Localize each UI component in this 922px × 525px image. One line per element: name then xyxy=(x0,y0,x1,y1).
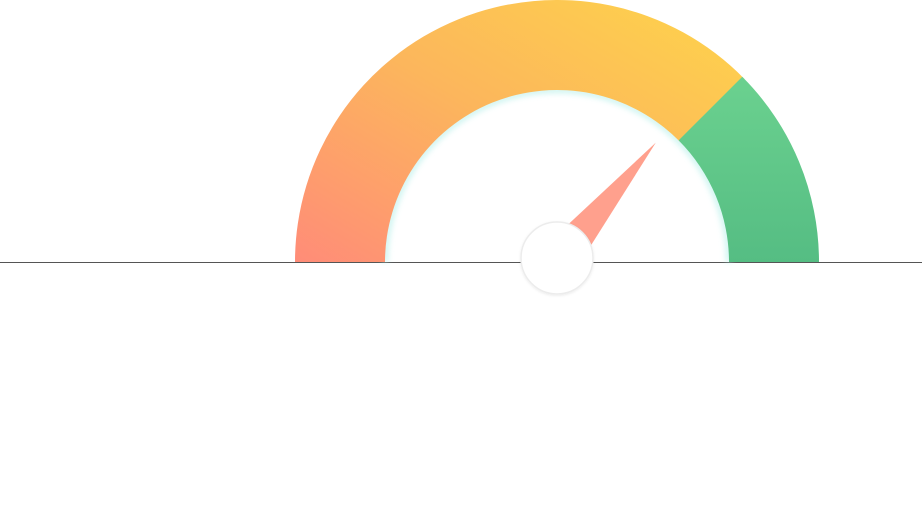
gauge-baseline xyxy=(0,262,922,263)
gauge-hub xyxy=(520,221,594,295)
gauge-arc-green-zone xyxy=(678,76,819,262)
gauge-arc-warm-zone xyxy=(295,0,745,262)
